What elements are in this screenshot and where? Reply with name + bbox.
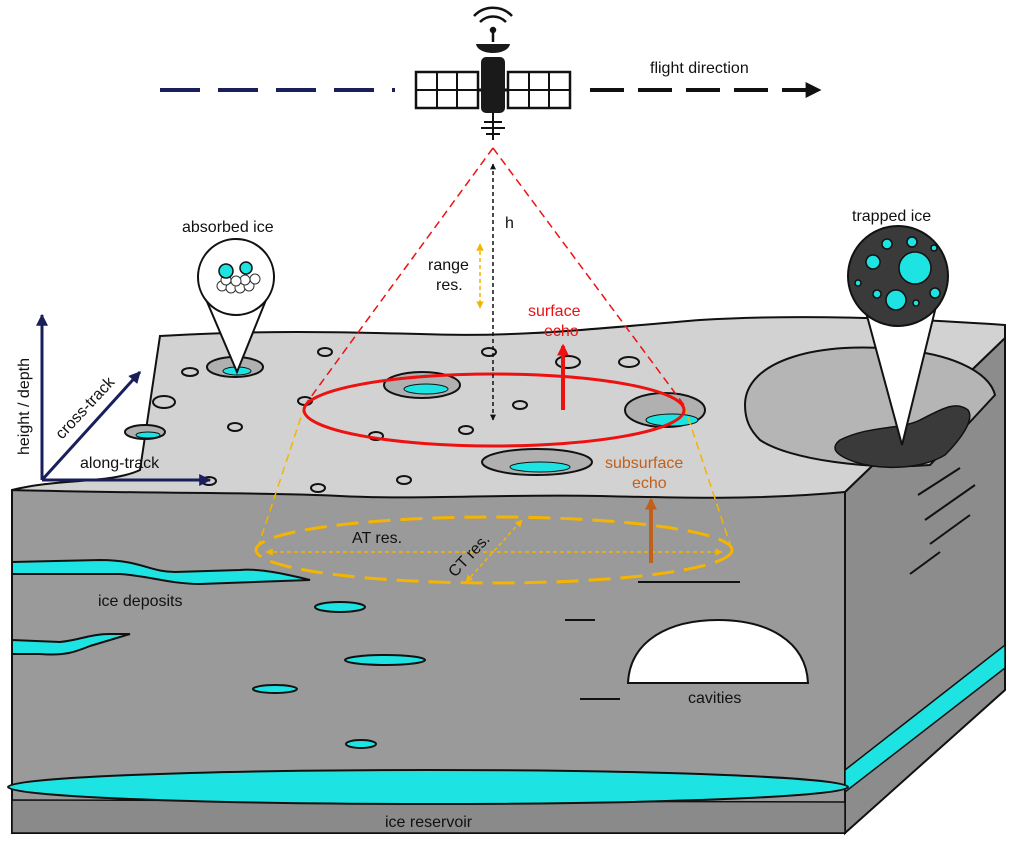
- range-res-label-line2: res.: [436, 277, 463, 294]
- surface-echo-label-line2: echo: [544, 323, 579, 340]
- satellite-icon: [414, 6, 572, 140]
- ice-reservoir-label: ice reservoir: [385, 814, 473, 831]
- ice-deposits-label: ice deposits: [98, 593, 183, 610]
- subsurface-features: [7, 467, 976, 805]
- at-res-label: AT res.: [352, 530, 402, 547]
- along-track-label: along-track: [80, 455, 160, 472]
- surface-echo-label-line1: surface: [528, 303, 581, 320]
- absorbed-ice-label: absorbed ice: [182, 219, 274, 236]
- h-label: h: [505, 215, 514, 232]
- ice-lens-2: [344, 654, 426, 666]
- subsurface-footprint: [254, 515, 734, 585]
- radar-beam: [254, 147, 734, 585]
- ice-lens-1: [314, 601, 366, 613]
- trapped-ice-callout: [847, 225, 949, 446]
- ice-reservoir-shape: [7, 769, 849, 805]
- wifi-signal-icon: [473, 6, 513, 34]
- ice-deposit-layer-2: [11, 633, 131, 656]
- subsurface-echo-label-line2: echo: [632, 475, 667, 492]
- coordinate-axes: [36, 313, 212, 486]
- flight-direction-label: flight direction: [650, 60, 749, 77]
- absorbed-ice-callout: [197, 238, 275, 375]
- range-res-label-line1: range: [428, 257, 469, 274]
- ice-lens-4: [345, 739, 377, 749]
- ice-deposit-layer-1: [11, 558, 311, 586]
- subsurface-echo-label-line1: subsurface: [605, 455, 683, 472]
- cavity: [626, 618, 810, 684]
- cavities-label: cavities: [688, 690, 741, 707]
- height-depth-label: height / depth: [16, 358, 33, 455]
- trapped-ice-label: trapped ice: [852, 208, 931, 225]
- ice-lens-3: [252, 684, 298, 694]
